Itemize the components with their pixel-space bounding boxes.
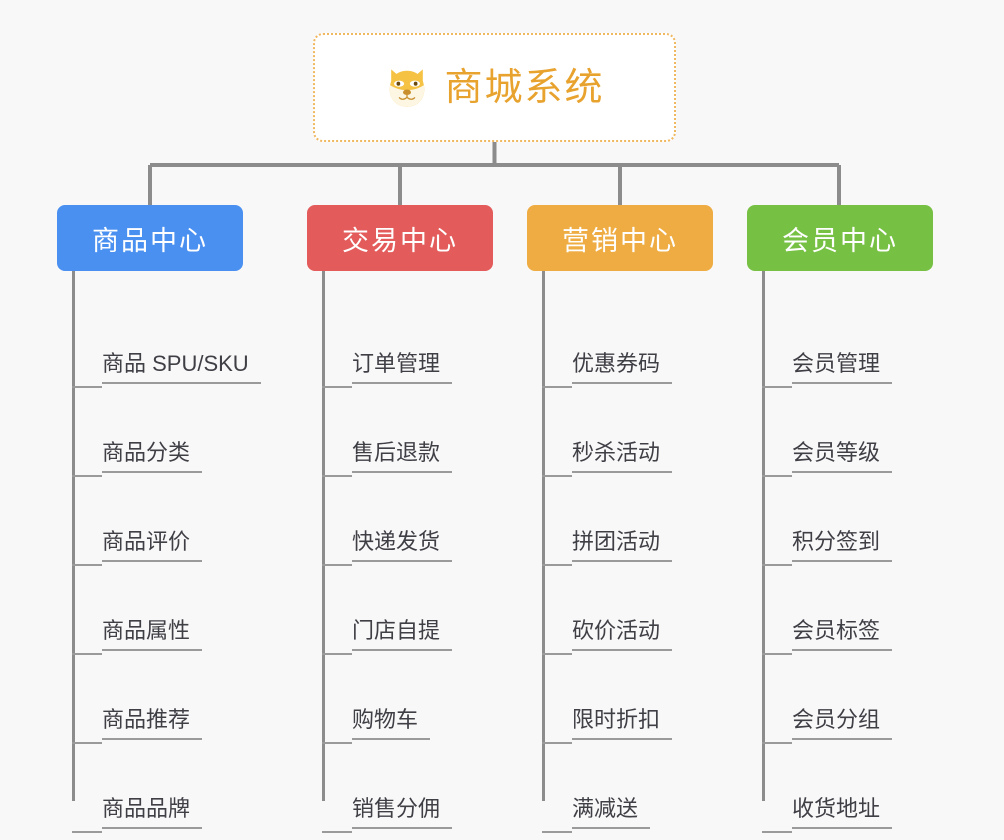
leaf-label: 满减送 [572, 796, 651, 829]
leaf-label: 秒杀活动 [572, 440, 673, 473]
leaf-item[interactable]: 售后退款 [322, 388, 493, 477]
leaf-label: 商品分类 [102, 440, 203, 473]
leaf-label: 优惠券码 [572, 351, 673, 384]
leaf-list-1: 订单管理 售后退款 快递发货 门店自提 购物车 销售分佣 [322, 299, 493, 833]
leaf-item[interactable]: 积分签到 [762, 477, 933, 566]
leaf-label: 订单管理 [352, 351, 453, 384]
leaf-label: 商品属性 [102, 618, 203, 651]
leaf-label: 拼团活动 [572, 529, 673, 562]
leaf-list-0: 商品 SPU/SKU 商品分类 商品评价 商品属性 商品推荐 商品品牌 [72, 299, 261, 833]
leaf-item[interactable]: 购物车 [322, 655, 493, 744]
leaf-item[interactable]: 门店自提 [322, 566, 493, 655]
leaf-item[interactable]: 商品属性 [72, 566, 243, 655]
leaf-item[interactable]: 订单管理 [322, 299, 493, 388]
leaf-label: 售后退款 [352, 440, 453, 473]
category-header-1[interactable]: 交易中心 [307, 205, 493, 271]
root-node[interactable]: 商城系统 [313, 33, 676, 142]
category-column-0: 商品中心 商品 SPU/SKU 商品分类 商品评价 商品属性 商品推荐 商品品牌 [57, 205, 261, 833]
root-title: 商城系统 [444, 66, 605, 109]
category-column-2: 营销中心 优惠券码 秒杀活动 拼团活动 砍价活动 限时折扣 满减送 [527, 205, 713, 833]
leaf-label: 会员分组 [792, 707, 893, 740]
leaf-label: 会员等级 [792, 440, 893, 473]
leaf-label: 商品品牌 [102, 796, 203, 829]
leaf-label: 收货地址 [792, 796, 893, 829]
category-header-0[interactable]: 商品中心 [57, 205, 243, 271]
leaf-item[interactable]: 收货地址 [762, 744, 933, 833]
leaf-item[interactable]: 拼团活动 [542, 477, 713, 566]
leaf-item[interactable]: 会员标签 [762, 566, 933, 655]
leaf-item[interactable]: 会员分组 [762, 655, 933, 744]
shiba-dog-face-icon [390, 68, 425, 107]
leaf-label: 砍价活动 [572, 618, 673, 651]
leaf-label: 购物车 [352, 707, 431, 740]
category-column-3: 会员中心 会员管理 会员等级 积分签到 会员标签 会员分组 收货地址 [747, 205, 933, 833]
leaf-label: 积分签到 [792, 529, 893, 562]
leaf-item[interactable]: 商品推荐 [72, 655, 243, 744]
leaf-item[interactable]: 销售分佣 [322, 744, 493, 833]
leaf-item[interactable]: 商品分类 [72, 388, 243, 477]
leaf-label: 会员管理 [792, 351, 893, 384]
leaf-item[interactable]: 满减送 [542, 744, 713, 833]
leaf-item[interactable]: 商品 SPU/SKU [72, 299, 261, 388]
leaf-item[interactable]: 快递发货 [322, 477, 493, 566]
leaf-label: 快递发货 [352, 529, 453, 562]
leaf-label: 商品 SPU/SKU [102, 351, 261, 384]
leaf-label: 会员标签 [792, 618, 893, 651]
leaf-item[interactable]: 商品评价 [72, 477, 243, 566]
leaf-item[interactable]: 会员等级 [762, 388, 933, 477]
category-column-1: 交易中心 订单管理 售后退款 快递发货 门店自提 购物车 销售分佣 [307, 205, 493, 833]
leaf-item[interactable]: 会员管理 [762, 299, 933, 388]
leaf-item[interactable]: 砍价活动 [542, 566, 713, 655]
leaf-label: 商品评价 [102, 529, 203, 562]
leaf-label: 商品推荐 [102, 707, 203, 740]
category-header-2[interactable]: 营销中心 [527, 205, 713, 271]
leaf-item[interactable]: 限时折扣 [542, 655, 713, 744]
leaf-label: 销售分佣 [352, 796, 453, 829]
leaf-list-2: 优惠券码 秒杀活动 拼团活动 砍价活动 限时折扣 满减送 [542, 299, 713, 833]
leaf-label: 限时折扣 [572, 707, 673, 740]
leaf-item[interactable]: 商品品牌 [72, 744, 243, 833]
leaf-label: 门店自提 [352, 618, 453, 651]
leaf-list-3: 会员管理 会员等级 积分签到 会员标签 会员分组 收货地址 [762, 299, 933, 833]
category-header-3[interactable]: 会员中心 [747, 205, 933, 271]
leaf-item[interactable]: 优惠券码 [542, 299, 713, 388]
leaf-item[interactable]: 秒杀活动 [542, 388, 713, 477]
